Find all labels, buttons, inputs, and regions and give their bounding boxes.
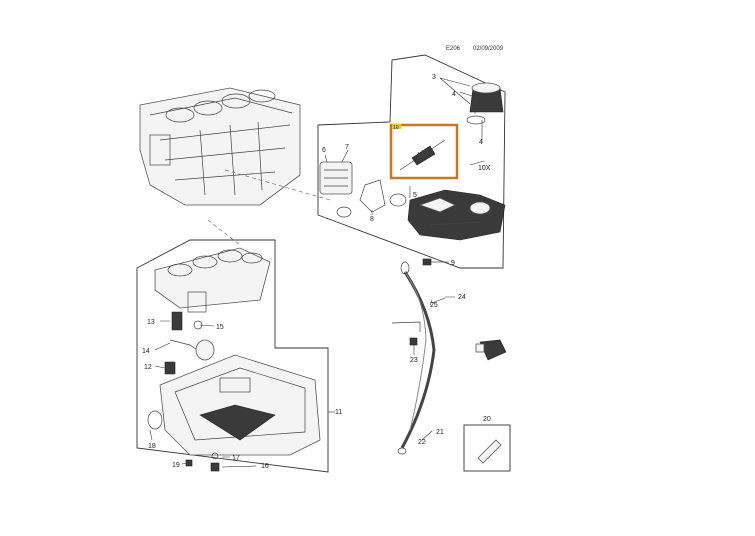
- label-part-24: 25: [430, 302, 438, 309]
- label-part-16: 16: [261, 463, 269, 470]
- cooler-gasket: [359, 179, 386, 213]
- oil-pan-lower: [159, 354, 321, 456]
- label-part-21: 21: [436, 429, 444, 436]
- highlight-tag: [392, 124, 401, 129]
- dipstick-tube: [400, 271, 436, 449]
- pressure-valve: [399, 139, 446, 171]
- label-part-5: 5: [413, 192, 417, 199]
- part-labels: 3 4 4 10X 6 7 5 8 9 24 25 23 22 21 20 11…: [142, 74, 491, 470]
- engine-block: [139, 87, 301, 206]
- label-part-19: 19: [172, 462, 180, 469]
- oil-filter-housing: [407, 189, 506, 241]
- bolt-9: [422, 258, 440, 266]
- filter-o-ring: [466, 115, 486, 125]
- oil-pan-upper: [154, 247, 271, 313]
- oil-filter-cap: [469, 82, 504, 113]
- label-part-11: 11: [335, 409, 342, 416]
- label-part-23: 24: [458, 294, 466, 301]
- drain-plug-16: [210, 462, 220, 472]
- label-part-9: 9: [451, 260, 455, 267]
- oil-pump-pickup: [195, 339, 215, 361]
- label-part-10x: 10X: [478, 165, 491, 172]
- seal-ring-2: [389, 193, 407, 207]
- label-part-14: 14: [142, 348, 150, 355]
- washer-17: [211, 452, 219, 460]
- label-part-25: 23: [410, 357, 418, 364]
- label-part-3: 3: [432, 74, 436, 81]
- sensor-wire: [169, 339, 201, 353]
- label-part-15: 15: [216, 324, 224, 331]
- label-part-4b: 4: [479, 139, 483, 146]
- oil-cooler-group-frame: [317, 54, 506, 269]
- dipstick-bracket: [391, 321, 421, 332]
- label-part-6: 6: [322, 147, 326, 154]
- sealant-tube: [477, 439, 502, 464]
- part-20-frame: [463, 424, 511, 472]
- dipstick: [404, 271, 427, 431]
- gasket-18: [147, 410, 163, 430]
- highlight-box: [389, 123, 459, 180]
- drain-plug-12: [164, 361, 176, 375]
- label-part-13: 13: [147, 319, 155, 326]
- label-highlight: 10: [393, 125, 399, 131]
- oil-pan-group-frame: [136, 239, 329, 473]
- label-part-12: 12: [144, 364, 152, 371]
- connector-part: [479, 339, 507, 361]
- label-part-22: 22: [418, 439, 426, 446]
- bolt-19: [185, 459, 193, 467]
- label-part-17: 17: [232, 455, 240, 462]
- label-part-7: 7: [345, 144, 349, 151]
- diagram-date: 02/09/2009: [473, 46, 504, 52]
- label-part-18: 18: [148, 443, 156, 450]
- label-part-20: 20: [483, 416, 491, 423]
- oil-level-sensor: [171, 311, 183, 331]
- seal-ring-1: [336, 206, 352, 218]
- label-part-8: 8: [370, 216, 374, 223]
- label-part-4a: 4: [452, 91, 456, 98]
- diagram-code: E206: [446, 46, 461, 52]
- bolt-25: [409, 337, 418, 346]
- leader-lines: [149, 77, 485, 468]
